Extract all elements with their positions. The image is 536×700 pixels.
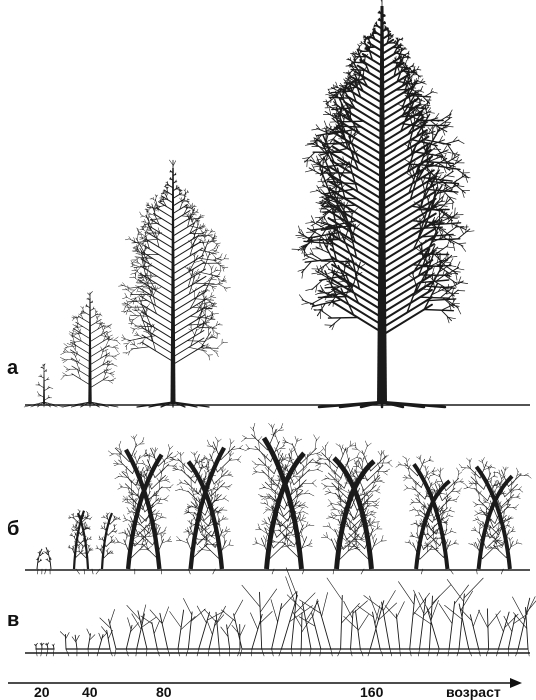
tree-age-160 — [292, 0, 474, 407]
row-a-upright-trees — [24, 0, 530, 407]
bush-age-80 — [108, 435, 244, 575]
tree-age-20 — [24, 364, 64, 407]
mat-age-20 — [34, 643, 54, 656]
row-c-creeping-mats — [25, 568, 536, 656]
age-tick-160: 160 — [360, 684, 383, 700]
mat-age-80 — [100, 598, 245, 656]
row-label-c: в — [7, 609, 19, 632]
row-b-lodging-bushes — [25, 423, 531, 574]
bush-age-160-right — [396, 455, 531, 574]
mat-age-160 — [221, 568, 536, 656]
age-tick-40: 40 — [82, 684, 98, 700]
row-label-a: а — [7, 357, 18, 380]
bush-age-160-left — [241, 423, 392, 574]
row-label-b: б — [7, 518, 19, 541]
bush-age-40 — [68, 509, 121, 574]
tree-age-40 — [60, 292, 120, 408]
age-axis-arrowhead — [510, 678, 522, 688]
age-axis-unit-label: возраст — [446, 684, 501, 700]
tree-age-80 — [119, 160, 231, 407]
mat-age-40 — [60, 627, 112, 656]
age-tick-80: 80 — [156, 684, 172, 700]
age-tick-20: 20 — [34, 684, 50, 700]
